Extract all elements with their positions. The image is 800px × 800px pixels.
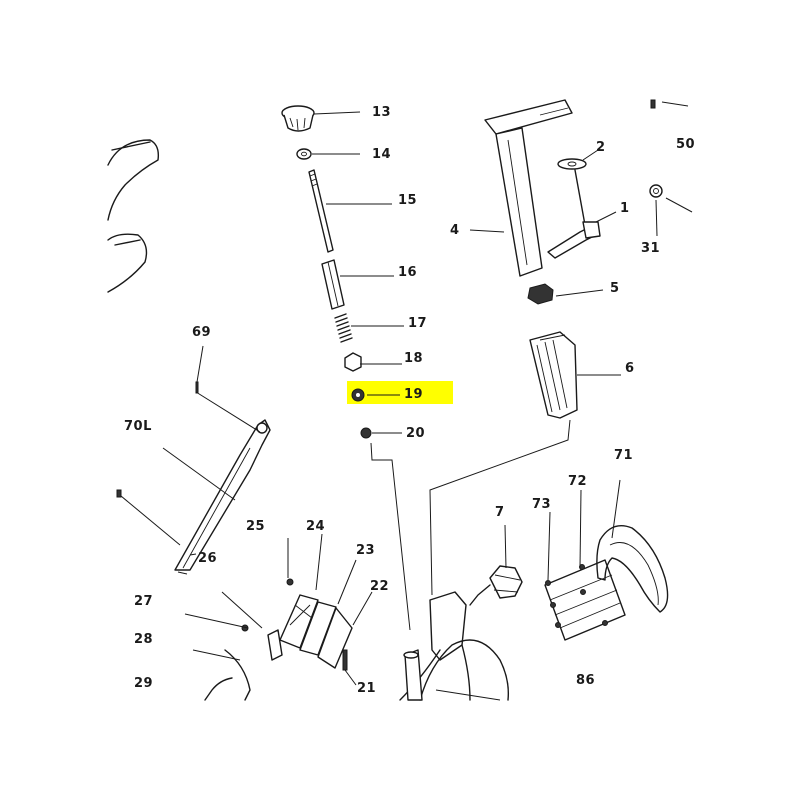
bearing-19 <box>351 388 365 402</box>
bolt-fragment-top-right <box>650 99 689 109</box>
label-5: 5 <box>610 281 620 296</box>
washer-2 <box>557 158 587 170</box>
label-20: 20 <box>406 426 425 441</box>
leader-lines <box>162 111 658 686</box>
part-labels: 13 14 15 16 17 18 19 20 4 2 1 5 6 50 31 … <box>124 105 695 696</box>
label-17: 17 <box>408 316 427 331</box>
label-24: 24 <box>306 519 325 534</box>
main-frame-center <box>399 591 510 701</box>
label-86: 86 <box>576 673 595 688</box>
label-1: 1 <box>620 201 630 216</box>
rod-15 <box>308 169 334 253</box>
nut-20 <box>360 427 372 439</box>
bolt-left <box>116 489 181 546</box>
label-19: 19 <box>404 387 423 402</box>
assembly-line-rod <box>370 442 411 631</box>
label-4: 4 <box>450 223 460 238</box>
frame-fragment-upper-left <box>107 139 160 293</box>
label-31: 31 <box>641 241 660 256</box>
sleeve-6 <box>529 331 578 419</box>
label-29: 29 <box>134 676 153 691</box>
label-22: 22 <box>370 579 389 594</box>
label-23: 23 <box>356 543 375 558</box>
label-72: 72 <box>568 474 587 489</box>
label-71: 71 <box>614 448 633 463</box>
nut-31 <box>649 184 693 213</box>
label-18: 18 <box>404 351 423 366</box>
label-50: 50 <box>676 137 695 152</box>
bushing-5 <box>527 283 554 305</box>
bolt-69 <box>195 381 199 394</box>
nut-18 <box>344 352 362 372</box>
label-16: 16 <box>398 265 417 280</box>
assembly-line-sleeve <box>429 419 571 596</box>
lever-handle-1 <box>547 169 601 259</box>
label-15: 15 <box>398 193 417 208</box>
arm-70L <box>174 419 271 575</box>
label-25: 25 <box>246 519 265 534</box>
plate-assembly-72-73 <box>544 559 626 641</box>
bolt-69-line <box>195 391 261 433</box>
seat-post-4 <box>484 99 573 277</box>
label-69: 69 <box>192 325 211 340</box>
label-27: 27 <box>134 594 153 609</box>
highlight-box-19 <box>347 381 453 404</box>
adjust-knob-7 <box>469 524 523 606</box>
label-73: 73 <box>532 497 551 512</box>
pad-assembly-22-24 <box>241 578 353 671</box>
washer-14 <box>296 148 312 160</box>
bracket-71 <box>596 525 669 613</box>
spacer-16 <box>321 259 345 310</box>
label-28: 28 <box>134 632 153 647</box>
label-2: 2 <box>596 140 606 155</box>
label-6: 6 <box>625 361 635 376</box>
label-26: 26 <box>198 551 217 566</box>
label-13: 13 <box>372 105 391 120</box>
label-7: 7 <box>495 505 505 520</box>
label-21: 21 <box>357 681 376 696</box>
label-70L: 70L <box>124 419 152 434</box>
frame-fragment-lower-left <box>204 649 251 701</box>
label-14: 14 <box>372 147 391 162</box>
tension-knob-13 <box>281 105 315 132</box>
spring-17 <box>334 313 353 343</box>
